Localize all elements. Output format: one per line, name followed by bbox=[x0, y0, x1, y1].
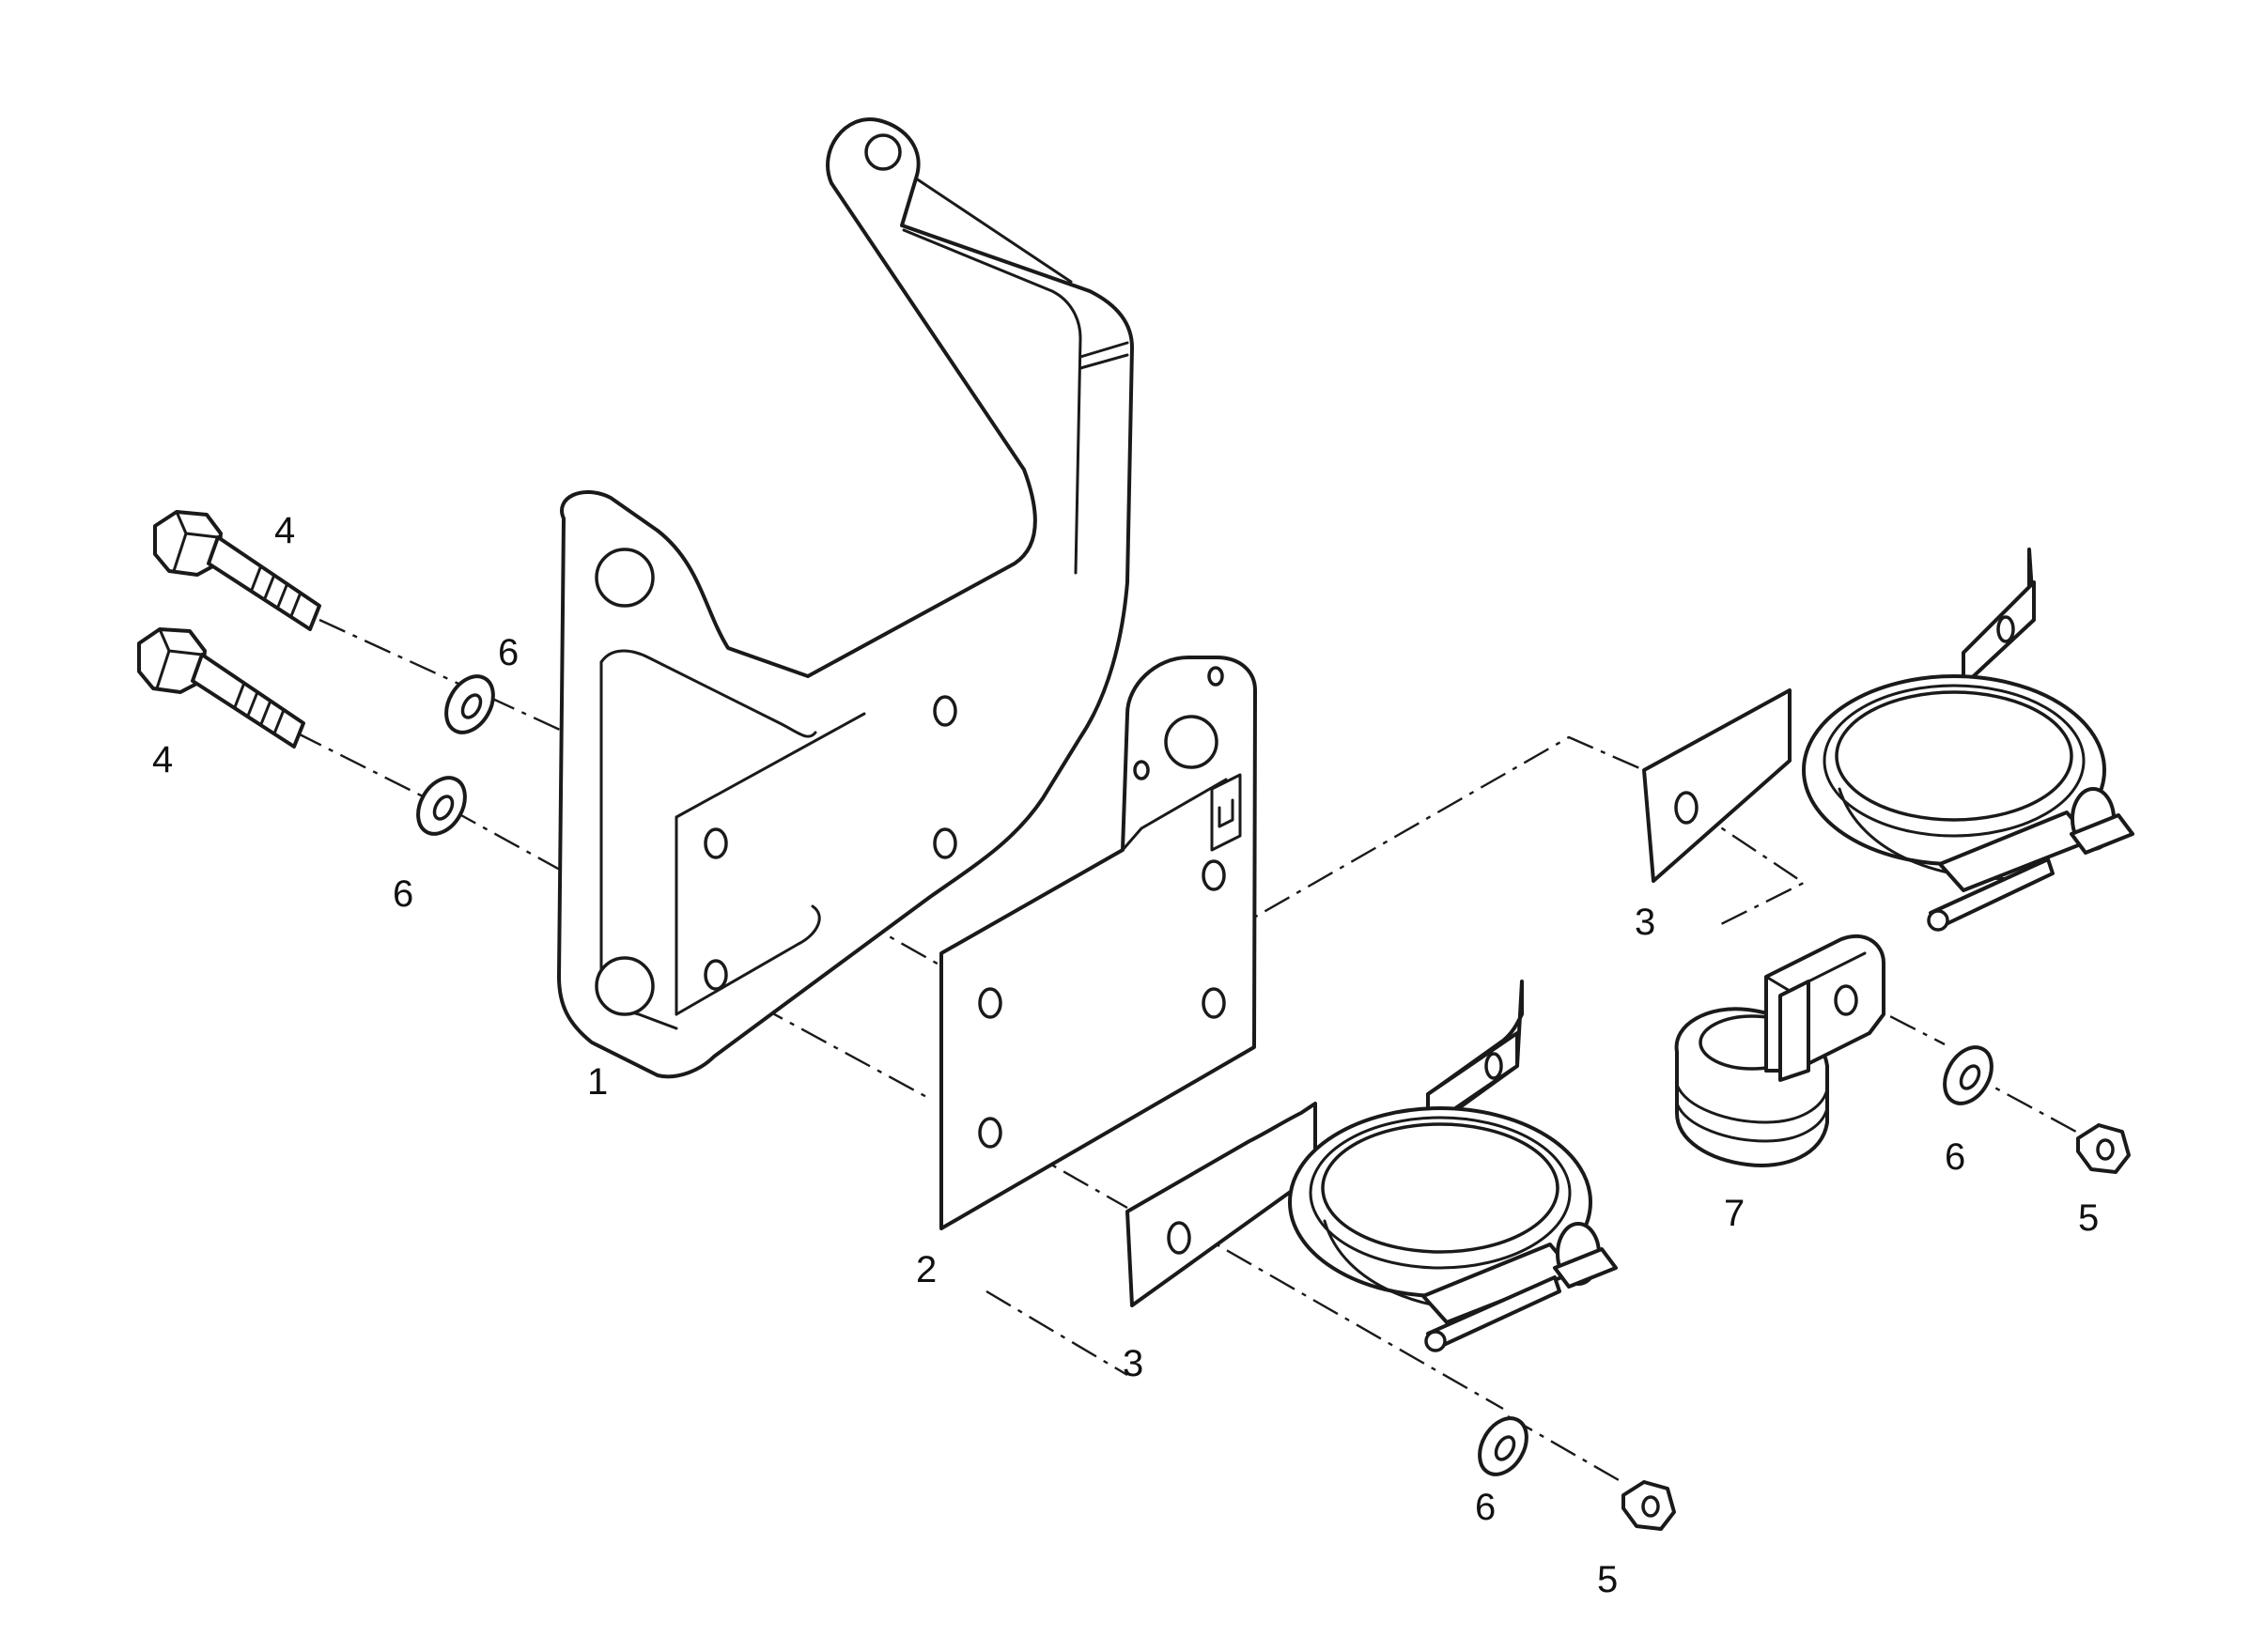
plate-round-hole bbox=[1164, 715, 1218, 769]
rubber-hanger bbox=[1674, 934, 1885, 1167]
callout-clamp-upper: 3 bbox=[1635, 902, 1655, 943]
clamp-upper-bolt-hole bbox=[1674, 791, 1699, 825]
plate-small-hole bbox=[1207, 666, 1224, 687]
callout-plate: 2 bbox=[916, 1249, 937, 1290]
bracket-bolt-hole bbox=[933, 695, 957, 727]
bracket-lower-hole bbox=[595, 956, 655, 1016]
plate-bolt-hole bbox=[1202, 859, 1226, 891]
plate-bolt-hole bbox=[1202, 987, 1226, 1019]
callout-bracket-main: 1 bbox=[587, 1061, 608, 1103]
hex-nut-lower bbox=[1621, 1480, 1676, 1531]
clamp-upper-mount-hole bbox=[1996, 615, 2015, 643]
callout-nut-right: 5 bbox=[2078, 1197, 2099, 1239]
bracket-bolt-hole bbox=[933, 827, 957, 859]
heat-shield-plate bbox=[939, 656, 1257, 1230]
callout-clamp-lower: 3 bbox=[1123, 1343, 1143, 1384]
callout-bolt-lower: 4 bbox=[152, 739, 173, 780]
callout-washer-bolt-upper: 6 bbox=[498, 632, 519, 673]
callout-washer-bolt-lower: 6 bbox=[393, 873, 413, 915]
washer-lower-left bbox=[416, 776, 467, 836]
callout-washer-right: 6 bbox=[1945, 1136, 1965, 1178]
bracket-bolt-hole bbox=[704, 959, 728, 991]
clamp-lower-bolt-hole bbox=[1167, 1221, 1191, 1255]
pipe-clamp-lower bbox=[1125, 980, 1618, 1352]
washer-right bbox=[1943, 1045, 1994, 1105]
callout-nut-lower: 5 bbox=[1597, 1559, 1618, 1600]
bracket-upper-hole bbox=[595, 548, 655, 608]
hex-nut-right bbox=[2076, 1123, 2131, 1174]
main-bracket bbox=[557, 116, 1134, 1079]
hex-bolt-lower bbox=[137, 627, 305, 749]
plate-bolt-hole bbox=[978, 1117, 1002, 1149]
callout-hanger: 7 bbox=[1724, 1193, 1745, 1234]
callout-bolt-upper: 4 bbox=[274, 510, 295, 551]
clamp-lower-mount-hole bbox=[1484, 1052, 1503, 1080]
washer-lower-center bbox=[1478, 1416, 1528, 1476]
plate-small-hole bbox=[1133, 760, 1150, 780]
callout-washer-lower: 6 bbox=[1475, 1487, 1496, 1528]
callout-labels: 1 2 3 3 4 4 5 5 6 6 6 6 7 bbox=[152, 510, 2099, 1600]
washer-upper-left bbox=[444, 674, 495, 734]
pipe-clamp-upper bbox=[1642, 548, 2134, 932]
bracket-bolt-hole bbox=[704, 827, 728, 859]
bracket-top-hole bbox=[864, 133, 902, 171]
hex-bolt-upper bbox=[153, 510, 321, 631]
plate-bolt-hole bbox=[978, 987, 1002, 1019]
hanger-bolt-hole bbox=[1834, 984, 1858, 1016]
